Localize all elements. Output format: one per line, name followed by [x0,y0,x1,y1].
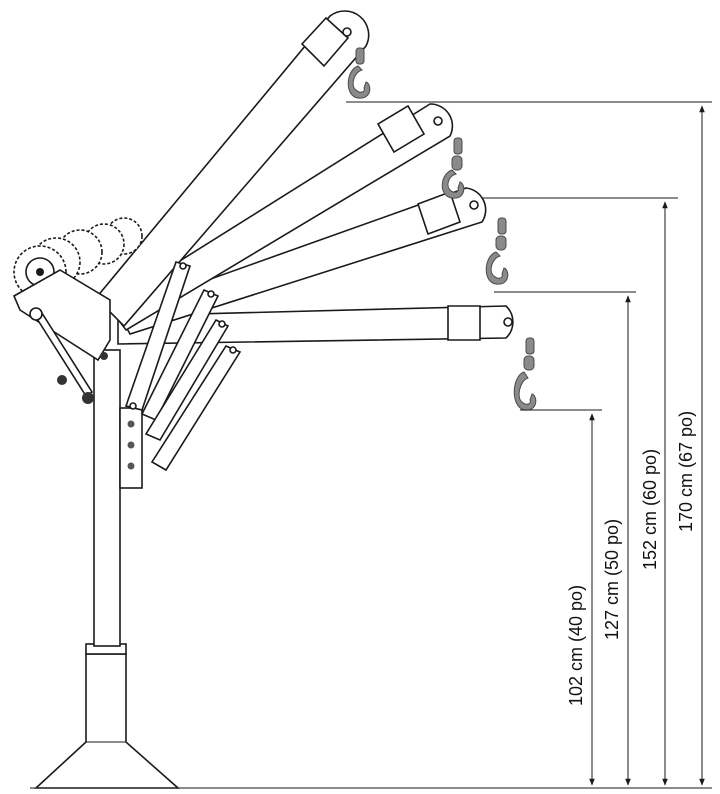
hook-icon [513,337,537,411]
luffing-struts [124,261,242,472]
dimension-lines [346,101,712,786]
hook-icon [441,137,465,199]
boom-position-2 [106,103,454,332]
crane-base [33,643,181,789]
dimension-label-152: 152 cm (60 po) [640,449,660,570]
winch-assembly [12,217,143,404]
hook-icon [347,47,371,99]
hook-icon [485,217,509,285]
crane-mast [93,349,143,647]
dimension-label-102: 102 cm (40 po) [566,585,586,706]
dimension-label-170: 170 cm (67 po) [676,411,696,532]
dimension-label-127: 127 cm (50 po) [602,519,622,640]
boom-position-1 [94,10,370,328]
